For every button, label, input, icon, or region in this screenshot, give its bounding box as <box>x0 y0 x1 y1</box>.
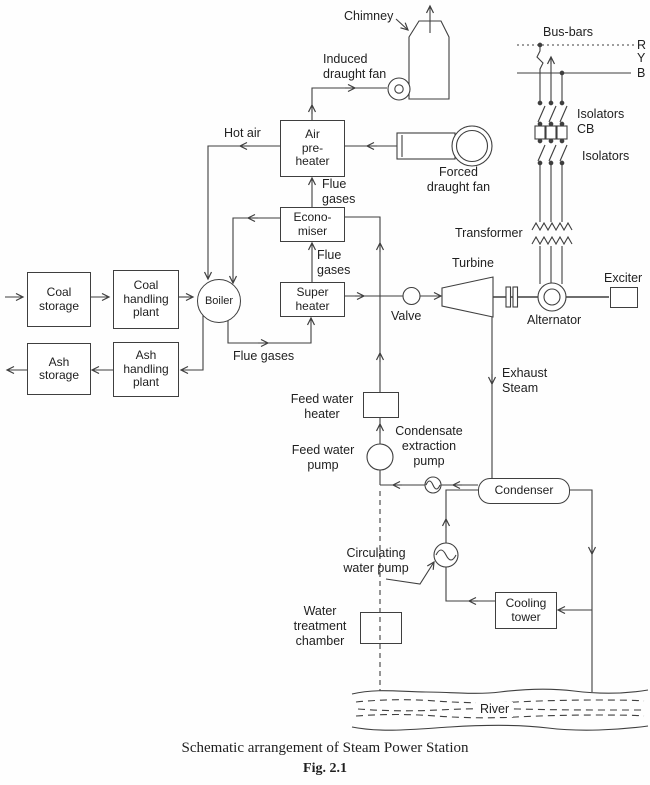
feed-water-pump-label: Feed water pump <box>291 443 355 472</box>
busbar-lines <box>517 42 634 103</box>
phase-r-label: R <box>637 38 647 52</box>
exciter-label: Exciter <box>604 271 643 285</box>
super-heater-box: Super heater <box>280 282 345 317</box>
condensate-line <box>380 476 478 494</box>
coal-handling-plant-box: Coal handling plant <box>113 270 179 329</box>
feed-water-heater-box <box>363 392 399 418</box>
cooling-tower-box: Cooling tower <box>495 592 557 629</box>
river-shape <box>351 688 649 731</box>
feed-water-heater-label: Feed water heater <box>290 392 354 421</box>
cb-label: CB <box>577 122 595 136</box>
feed-water-lines <box>343 216 394 485</box>
alternator-label: Alternator <box>527 313 582 327</box>
figure-caption: Schematic arrangement of Steam Power Sta… <box>181 740 469 756</box>
forced-draught-fan-icon <box>343 125 493 167</box>
boiler-circle: Boiler <box>197 279 241 323</box>
figure-number: Fig. 2.1 <box>303 761 347 776</box>
economiser-box: Econo- miser <box>280 207 345 242</box>
condenser-shape: Condenser <box>478 478 570 504</box>
forced-draught-fan-label: Forced draught fan <box>426 165 491 194</box>
isolator-cb-symbols <box>534 100 568 222</box>
phase-y-label: Y <box>637 51 646 65</box>
induced-draught-fan-label: Induced draught fan <box>323 52 387 81</box>
ash-handling-plant-box: Ash handling plant <box>113 342 179 397</box>
ash-flow-lines <box>7 315 204 370</box>
induced-draught-fan-icon <box>387 77 411 101</box>
flue-gas-lines <box>227 88 387 343</box>
alternator-symbol <box>537 282 567 312</box>
air-preheater-box: Air pre- heater <box>280 120 345 177</box>
feed-water-pump-icon <box>366 443 394 471</box>
economiser-water-line <box>233 218 280 283</box>
exhaust-steam-label: Exhaust Steam <box>502 366 548 395</box>
turbine-label: Turbine <box>452 256 494 270</box>
water-treatment-chamber-box <box>360 612 402 644</box>
river-label: River <box>476 702 514 717</box>
coal-storage-box: Coal storage <box>27 272 91 327</box>
exciter-box <box>610 287 638 308</box>
chimney-label: Chimney <box>344 9 394 23</box>
phase-b-label: B <box>637 66 646 80</box>
chimney-shape <box>395 6 450 100</box>
condensate-extraction-pump-label: Condensate extraction pump <box>395 424 463 468</box>
flue-gases-label-mid: Flue gases <box>317 248 351 277</box>
turbine-shape <box>441 276 494 318</box>
circulating-water-pump-label: Circulating water pump <box>343 546 409 575</box>
valve-label: Valve <box>391 309 422 323</box>
isolators-label-top: Isolators <box>577 107 625 121</box>
water-treatment-chamber-label: Water treatment chamber <box>293 604 347 648</box>
ash-storage-box: Ash storage <box>27 343 91 395</box>
steam-line <box>343 286 441 306</box>
bus-bars-label: Bus-bars <box>543 25 594 39</box>
flue-gases-label-bottom: Flue gases <box>233 349 295 363</box>
flue-gases-label-top: Flue gases <box>322 177 356 206</box>
transformer-label: Transformer <box>455 226 523 240</box>
transformer-symbol <box>531 221 573 284</box>
circulating-water-lines <box>385 489 592 692</box>
hot-air-line <box>208 146 280 279</box>
coupling-symbol <box>505 286 519 308</box>
isolators-label-bottom: Isolators <box>582 149 630 163</box>
valve-icon <box>402 286 421 306</box>
hot-air-label: Hot air <box>224 126 261 140</box>
